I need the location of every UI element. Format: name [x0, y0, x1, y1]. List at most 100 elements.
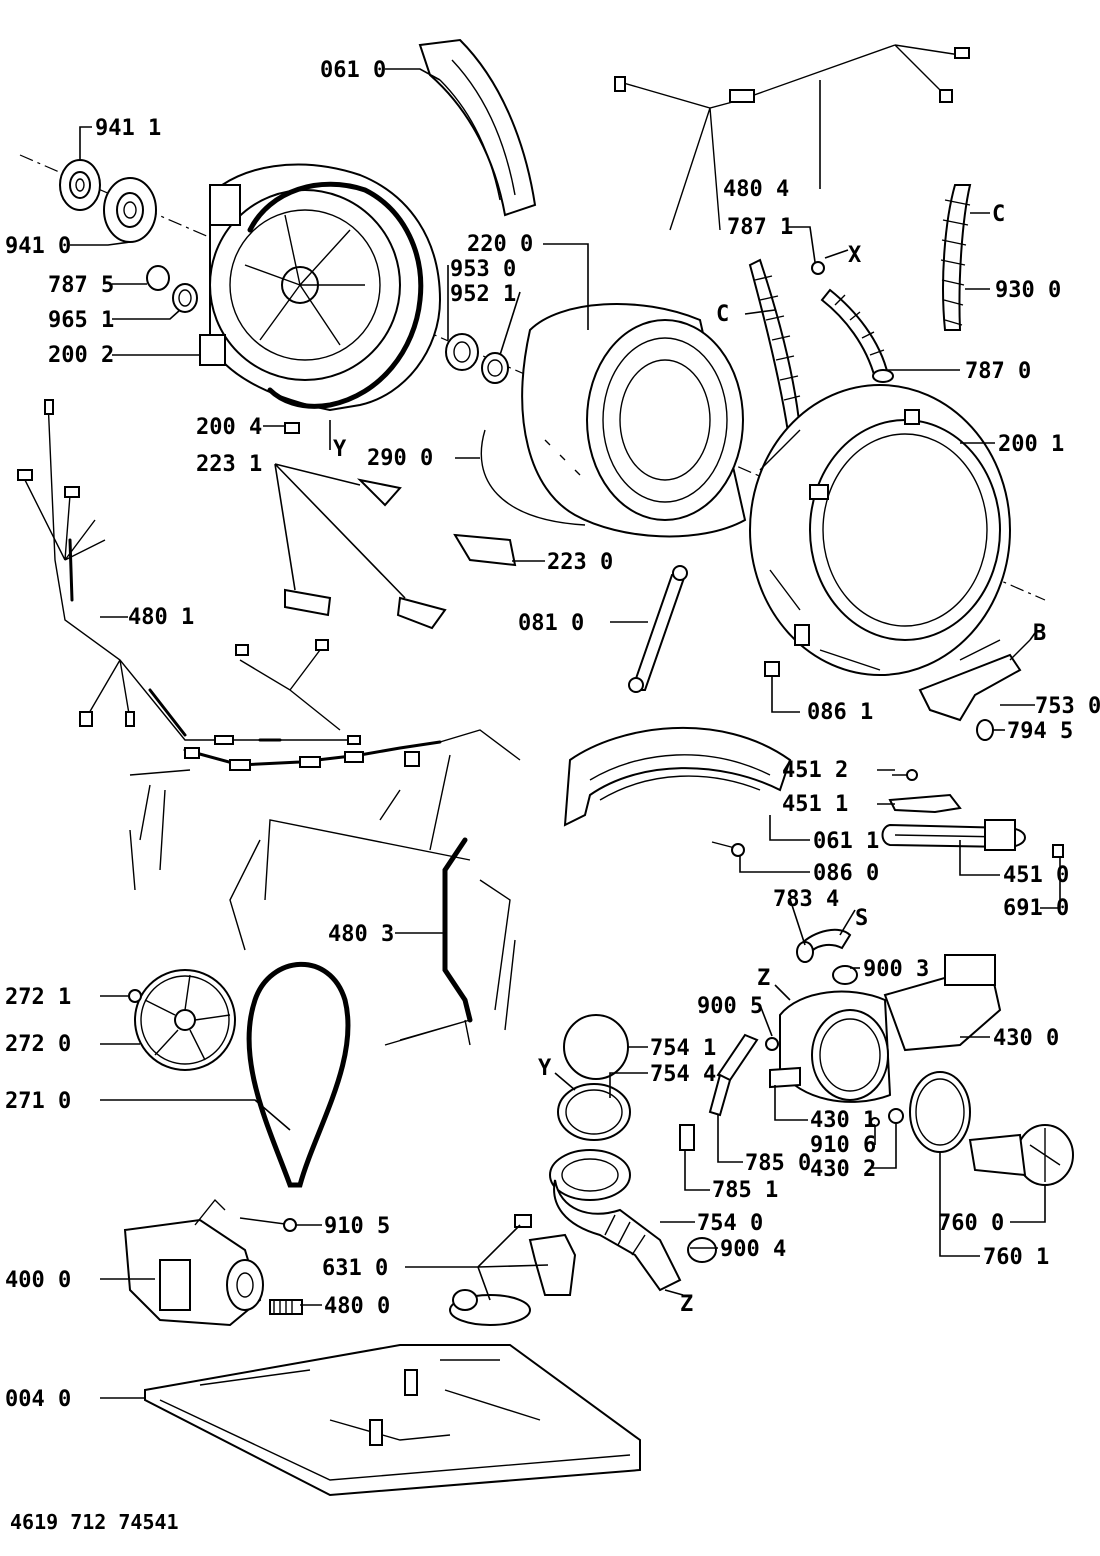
paddle-223-1-a [356, 478, 402, 507]
bearing-941-1 [59, 159, 101, 211]
label-223-1: 223 1 [196, 452, 262, 477]
label-787-5: 787 5 [48, 273, 114, 298]
clamp-787-1 [811, 261, 825, 275]
base-frame [144, 1344, 641, 1497]
label-910-5: 910 5 [324, 1214, 390, 1239]
label-086-1: 086 1 [807, 700, 873, 725]
wire-harness-480-3 [129, 729, 521, 1046]
label-953-0: 953 0 [450, 257, 516, 282]
label-x: X [848, 243, 861, 268]
label-430-0: 430 0 [993, 1026, 1059, 1051]
label-910-6: 910 6 [810, 1133, 876, 1158]
seal-952-1 [481, 352, 509, 384]
seal-430-2 [888, 1108, 904, 1124]
label-271-0: 271 0 [5, 1089, 71, 1114]
document-code: 4619 712 74541 [10, 1510, 179, 1534]
counterweight-top [418, 38, 537, 217]
small-part-200-4 [284, 422, 300, 434]
wire-290-0 [480, 429, 586, 526]
label-480-4: 480 4 [723, 177, 789, 202]
label-y-top: Y [333, 437, 347, 462]
seal-953-0 [445, 333, 479, 371]
heater-element [881, 819, 1026, 851]
label-930-0: 930 0 [995, 278, 1061, 303]
label-631-0: 631 0 [322, 1256, 388, 1281]
paddle-223-1-b [284, 588, 332, 617]
label-220-0: 220 0 [467, 232, 533, 257]
label-086-0: 086 0 [813, 861, 879, 886]
label-952-1: 952 1 [450, 282, 516, 307]
small-part-086-1 [764, 661, 780, 677]
label-760-0: 760 0 [938, 1211, 1004, 1236]
drain-pump [779, 954, 1002, 1103]
label-794-5: 794 5 [1007, 719, 1073, 744]
label-941-1: 941 1 [95, 116, 161, 141]
part-754-1 [563, 1014, 629, 1080]
part-labels: 061 0 941 1 941 0 787 5 965 1 200 2 200 … [5, 58, 1100, 1412]
clamp-787-5 [146, 265, 170, 291]
label-451-1: 451 1 [782, 792, 848, 817]
label-c-left: C [716, 302, 729, 327]
drum [521, 302, 747, 538]
label-787-1: 787 1 [727, 215, 793, 240]
motor [123, 1198, 264, 1327]
sump-754-0 [549, 1149, 682, 1292]
label-900-5: 900 5 [697, 994, 763, 1019]
label-941-0: 941 0 [5, 234, 71, 259]
label-400-0: 400 0 [5, 1268, 71, 1293]
screw-910-5 [239, 1217, 297, 1232]
shock-absorber [628, 565, 688, 693]
drive-belt [246, 961, 351, 1188]
front-tub-half [749, 384, 1011, 676]
paddle-223-1-c [396, 596, 447, 630]
wire-harness-480-1 [17, 399, 361, 745]
oring-794-5 [976, 719, 994, 741]
clamp-900-5 [765, 1037, 779, 1051]
label-061-1: 061 1 [813, 829, 879, 854]
clamp-900-4 [687, 1237, 717, 1263]
label-s: S [855, 906, 868, 931]
label-754-4: 754 4 [650, 1062, 716, 1087]
label-451-0: 451 0 [1003, 863, 1069, 888]
label-c-right: C [992, 202, 1005, 227]
label-430-2: 430 2 [810, 1157, 876, 1182]
part-631-0-b [528, 1233, 577, 1296]
label-480-3: 480 3 [328, 922, 394, 947]
leader-lines [70, 68, 1061, 1399]
label-200-1: 200 1 [998, 432, 1064, 457]
label-785-1: 785 1 [712, 1178, 778, 1203]
screw-451-2 [892, 769, 918, 781]
hose-785-0 [708, 1033, 759, 1117]
hose-930-0 [940, 184, 972, 331]
label-z-bottom: Z [680, 1292, 693, 1317]
label-785-0: 785 0 [745, 1151, 811, 1176]
label-753-0: 753 0 [1035, 694, 1100, 719]
label-223-0: 223 0 [547, 550, 613, 575]
label-y-bottom: Y [538, 1056, 552, 1081]
label-081-0: 081 0 [518, 611, 584, 636]
heater-sensor-753-0 [918, 639, 1031, 722]
label-200-2: 200 2 [48, 343, 114, 368]
nut-272-1 [128, 989, 142, 1003]
label-787-0: 787 0 [965, 359, 1031, 384]
clamp-900-3 [832, 965, 858, 985]
wire-harness-480-4 [614, 44, 970, 231]
connector-480-0 [269, 1299, 303, 1315]
bracket-451-1 [888, 793, 962, 814]
pulley [134, 969, 236, 1071]
label-691-0: 691 0 [1003, 896, 1069, 921]
seal-965-1 [172, 283, 198, 313]
label-783-4: 783 4 [773, 887, 839, 912]
filter-ring-760-1 [909, 1071, 971, 1153]
bracket-430-1 [769, 1066, 801, 1089]
hose-c-left [748, 258, 802, 434]
hose-787-0 [820, 288, 894, 383]
ntc-691-0 [1052, 844, 1064, 858]
label-451-2: 451 2 [782, 758, 848, 783]
part-631-0-c [449, 1289, 531, 1326]
label-200-4: 200 4 [196, 415, 262, 440]
part-631-0-a [514, 1214, 532, 1228]
bearing-941-0 [103, 177, 157, 243]
label-272-1: 272 1 [5, 985, 71, 1010]
